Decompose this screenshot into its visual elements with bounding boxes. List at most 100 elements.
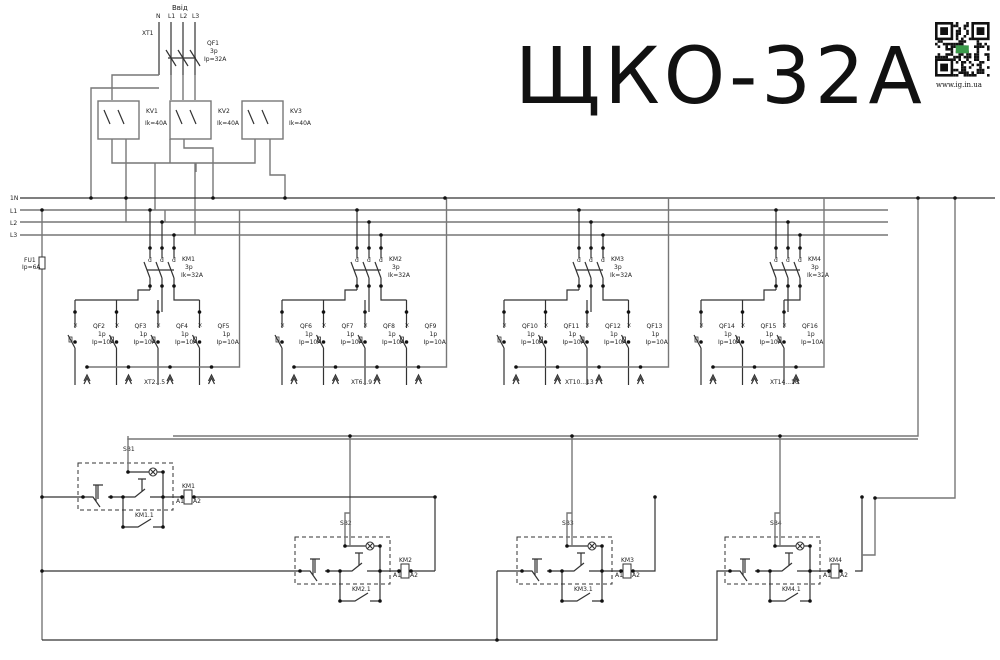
svg-text:1N: 1N bbox=[10, 195, 18, 202]
junction-dot bbox=[338, 569, 342, 573]
junction-dot bbox=[585, 310, 589, 314]
contactor-rating: Ik=32A bbox=[388, 272, 411, 279]
junction-dot bbox=[197, 310, 202, 314]
junction-dot bbox=[197, 340, 202, 344]
junction-dot bbox=[404, 310, 409, 314]
breaker-label: QF8 bbox=[383, 323, 395, 330]
coil-label: KM3 bbox=[621, 557, 634, 564]
junction-dot bbox=[808, 544, 812, 548]
junction-dot bbox=[192, 495, 196, 499]
terminal-icon bbox=[595, 373, 603, 385]
neutral-return bbox=[294, 198, 448, 368]
svg-text:Ik=40A: Ik=40A bbox=[145, 120, 168, 127]
breaker-trip-mark: × bbox=[115, 322, 120, 329]
qf1-poles: 3p bbox=[210, 48, 218, 55]
terminal-icon bbox=[83, 373, 91, 385]
breaker-rating: Ip=10A bbox=[299, 339, 322, 346]
junction-dot bbox=[699, 310, 703, 314]
contactor-poles: 3p bbox=[392, 264, 400, 271]
breaker-label: QF7 bbox=[342, 323, 354, 330]
breaker-trip-mark: × bbox=[156, 322, 161, 329]
breaker-poles: 1p bbox=[807, 331, 815, 338]
terminal-L1: L1 bbox=[168, 13, 175, 20]
breaker-poles: 1p bbox=[223, 331, 231, 338]
neutral-return bbox=[713, 198, 825, 368]
junction-dot bbox=[600, 569, 604, 573]
junction-dot bbox=[916, 196, 920, 200]
terminal-icon bbox=[792, 373, 800, 385]
contactor-arc: d bbox=[798, 257, 802, 264]
junction-dot bbox=[597, 365, 601, 369]
junction-dot bbox=[740, 340, 745, 344]
breaker-poles: 1p bbox=[652, 331, 660, 338]
breaker-poles: 1p bbox=[347, 331, 355, 338]
terminal-L2: L2 bbox=[180, 13, 187, 20]
terminal-icon bbox=[750, 373, 759, 385]
breaker-label: QF10 bbox=[522, 323, 538, 330]
junction-dot bbox=[756, 569, 760, 573]
terminal-icon bbox=[553, 373, 562, 385]
junction-dot bbox=[73, 340, 77, 344]
button-housing bbox=[724, 536, 821, 585]
junction-dot bbox=[156, 310, 160, 314]
junction-dot bbox=[601, 284, 605, 288]
junction-dot bbox=[333, 365, 338, 369]
junction-dot bbox=[211, 196, 215, 200]
junction-dot bbox=[81, 495, 85, 499]
terminal-N: N bbox=[156, 13, 161, 20]
breaker-rating: Ip=10A bbox=[92, 339, 115, 346]
junction-dot bbox=[798, 233, 802, 237]
junction-dot bbox=[160, 246, 164, 250]
breaker-label: QF3 bbox=[135, 323, 147, 330]
junction-dot bbox=[653, 495, 657, 499]
junction-dot bbox=[40, 495, 44, 499]
breaker-trip-mark: × bbox=[782, 322, 787, 329]
breaker-label: QF11 bbox=[564, 323, 580, 330]
junction-dot bbox=[585, 340, 589, 344]
junction-dot bbox=[778, 434, 782, 438]
contactor-poles: 3p bbox=[614, 264, 622, 271]
breaker-label: QF4 bbox=[176, 323, 188, 330]
junction-dot bbox=[156, 340, 160, 344]
junction-dot bbox=[348, 434, 352, 438]
stop-button-icon bbox=[93, 484, 103, 501]
junction-dot bbox=[161, 525, 165, 529]
junction-dot bbox=[555, 365, 560, 369]
coil-a2: A2 bbox=[632, 572, 640, 579]
junction-dot bbox=[589, 220, 593, 224]
breaker-trip-mark: × bbox=[699, 322, 704, 329]
junction-dot bbox=[577, 246, 581, 250]
junction-dot bbox=[124, 196, 128, 200]
junction-dot bbox=[375, 365, 379, 369]
junction-dot bbox=[168, 365, 172, 369]
junction-dot bbox=[443, 196, 447, 200]
junction-dot bbox=[40, 569, 44, 573]
junction-dot bbox=[409, 569, 413, 573]
start-button-icon bbox=[355, 552, 363, 565]
junction-dot bbox=[548, 569, 552, 573]
breaker-trip-mark: × bbox=[405, 322, 410, 329]
junction-dot bbox=[160, 220, 164, 224]
coil-icon bbox=[622, 563, 632, 579]
junction-dot bbox=[73, 310, 77, 314]
contactor-arc: d bbox=[786, 257, 790, 264]
junction-dot bbox=[495, 638, 499, 642]
breaker-rating: Ip=10A bbox=[521, 339, 544, 346]
breaker-poles: 1p bbox=[610, 331, 618, 338]
fuse-fu1: FU1 Ip=6A bbox=[22, 210, 46, 640]
junction-dot bbox=[338, 599, 342, 603]
junction-dot bbox=[520, 569, 524, 573]
stop-button-icon bbox=[310, 558, 320, 575]
breaker-trip-mark: × bbox=[627, 322, 632, 329]
breaker-label: QF13 bbox=[647, 323, 663, 330]
coil-a1: A1 bbox=[393, 572, 401, 579]
coil-label: KM2 bbox=[399, 557, 412, 564]
